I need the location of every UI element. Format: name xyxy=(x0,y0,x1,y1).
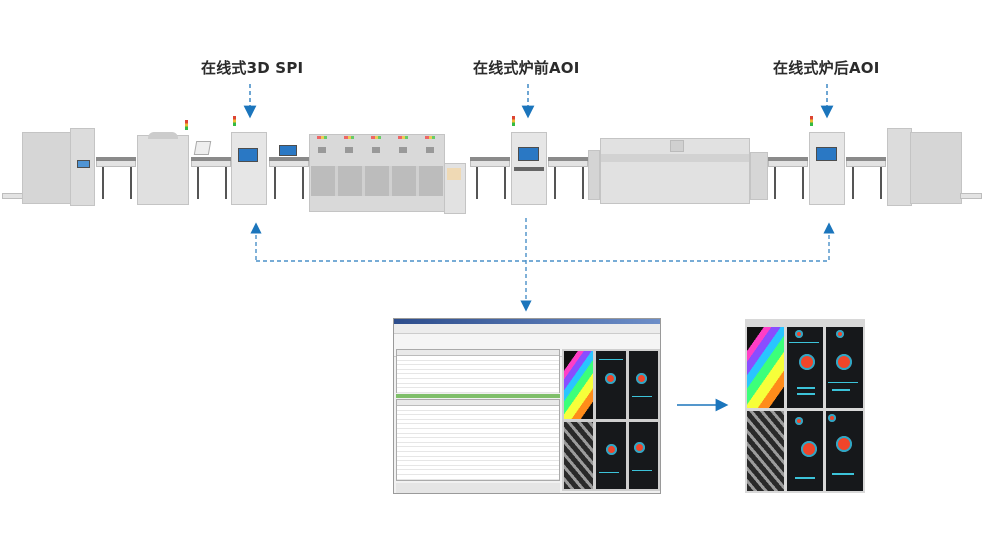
table-row[interactable] xyxy=(397,443,559,448)
signal-tower xyxy=(512,116,515,126)
grayscale-tile xyxy=(564,421,594,489)
table-row[interactable] xyxy=(397,415,559,420)
table-row[interactable] xyxy=(397,379,559,384)
pcb-tile xyxy=(596,351,626,419)
conveyor-leg xyxy=(504,167,506,199)
inspection-image-grid xyxy=(562,349,660,491)
placement-module-windows xyxy=(311,147,443,153)
signal-tower xyxy=(810,116,813,126)
conveyor-leg xyxy=(554,167,556,199)
table-row[interactable] xyxy=(397,461,559,466)
oven-control-panel xyxy=(670,140,684,152)
keyboard-tray xyxy=(514,167,544,171)
pcb-tile xyxy=(826,327,863,408)
conveyor-leg xyxy=(197,167,199,199)
pcb-tile xyxy=(628,351,658,419)
signal-tower xyxy=(233,116,236,126)
table-row[interactable] xyxy=(397,452,559,457)
lower-results-table xyxy=(396,399,560,493)
table-row[interactable] xyxy=(397,466,559,471)
module-indicator-lights xyxy=(311,136,443,139)
conveyor-belt xyxy=(768,157,808,161)
conveyor-leg xyxy=(130,167,132,199)
software-window[interactable] xyxy=(393,318,661,494)
table-row[interactable] xyxy=(397,384,559,389)
table-row[interactable] xyxy=(397,429,559,434)
table-row[interactable] xyxy=(397,493,559,494)
pcb-tile xyxy=(826,410,863,491)
conveyor-leg xyxy=(302,167,304,199)
loader-screen xyxy=(77,160,90,168)
3d-height-map-tile xyxy=(747,327,784,408)
conveyor-leg xyxy=(274,167,276,199)
feeder-panel xyxy=(447,168,461,180)
post-reflow-aoi-machine xyxy=(809,132,845,205)
conveyor-belt xyxy=(269,157,309,161)
conveyor-leg xyxy=(880,167,882,199)
oven-exit xyxy=(750,152,768,200)
pcb-tile xyxy=(786,327,824,408)
window-titlebar xyxy=(394,319,660,324)
laptop-screen xyxy=(279,145,297,156)
table-row[interactable] xyxy=(397,447,559,452)
table-row[interactable] xyxy=(397,406,559,411)
conveyor-belt xyxy=(548,157,588,161)
conveyor-leg xyxy=(802,167,804,199)
table-row[interactable] xyxy=(397,361,559,366)
table-row[interactable] xyxy=(397,374,559,379)
grayscale-tile xyxy=(747,410,784,491)
label-post-reflow-aoi: 在线式炉后AOI xyxy=(773,59,880,77)
label-pre-reflow-aoi: 在线式炉前AOI xyxy=(473,59,580,77)
spi-machine xyxy=(231,132,267,205)
table-row[interactable] xyxy=(397,434,559,439)
printer-hood xyxy=(148,132,178,139)
oven-entry xyxy=(588,150,600,200)
conveyor-belt xyxy=(191,157,231,161)
pcb-tile xyxy=(596,421,626,489)
enlarged-result-panel xyxy=(745,319,865,493)
table-row[interactable] xyxy=(397,411,559,416)
post-aoi-screen xyxy=(816,147,837,161)
pcb-tile xyxy=(628,421,658,489)
placement-module-bays xyxy=(311,166,443,196)
conveyor-leg xyxy=(225,167,227,199)
table-row[interactable] xyxy=(397,356,559,361)
table-row[interactable] xyxy=(397,388,559,393)
conveyor-leg xyxy=(852,167,854,199)
conveyor-leg xyxy=(476,167,478,199)
table-row[interactable] xyxy=(397,470,559,475)
oven-band xyxy=(601,154,749,162)
label-3d-spi: 在线式3D SPI xyxy=(201,59,304,77)
upper-results-table xyxy=(396,349,560,416)
table-row[interactable] xyxy=(397,424,559,429)
conveyor-belt xyxy=(96,157,136,161)
conveyor-belt xyxy=(470,157,510,161)
conveyor-leg xyxy=(582,167,584,199)
3d-height-map-tile xyxy=(564,351,594,419)
spi-screen xyxy=(238,148,258,162)
table-header xyxy=(397,350,559,356)
signal-tower xyxy=(185,120,188,130)
table-separator xyxy=(396,394,560,398)
table-row[interactable] xyxy=(397,457,559,462)
conveyor-leg xyxy=(102,167,104,199)
table-header xyxy=(397,400,559,406)
table-row[interactable] xyxy=(397,370,559,375)
pcb-tile xyxy=(786,410,824,491)
conveyor-leg xyxy=(774,167,776,199)
status-bar xyxy=(396,483,560,493)
table-row[interactable] xyxy=(397,475,559,480)
conveyor-belt xyxy=(846,157,886,161)
unloader-body xyxy=(910,132,962,204)
table-row[interactable] xyxy=(397,365,559,370)
table-row[interactable] xyxy=(397,420,559,425)
pre-aoi-screen xyxy=(518,147,539,161)
window-toolbar xyxy=(394,324,660,334)
table-row[interactable] xyxy=(397,438,559,443)
